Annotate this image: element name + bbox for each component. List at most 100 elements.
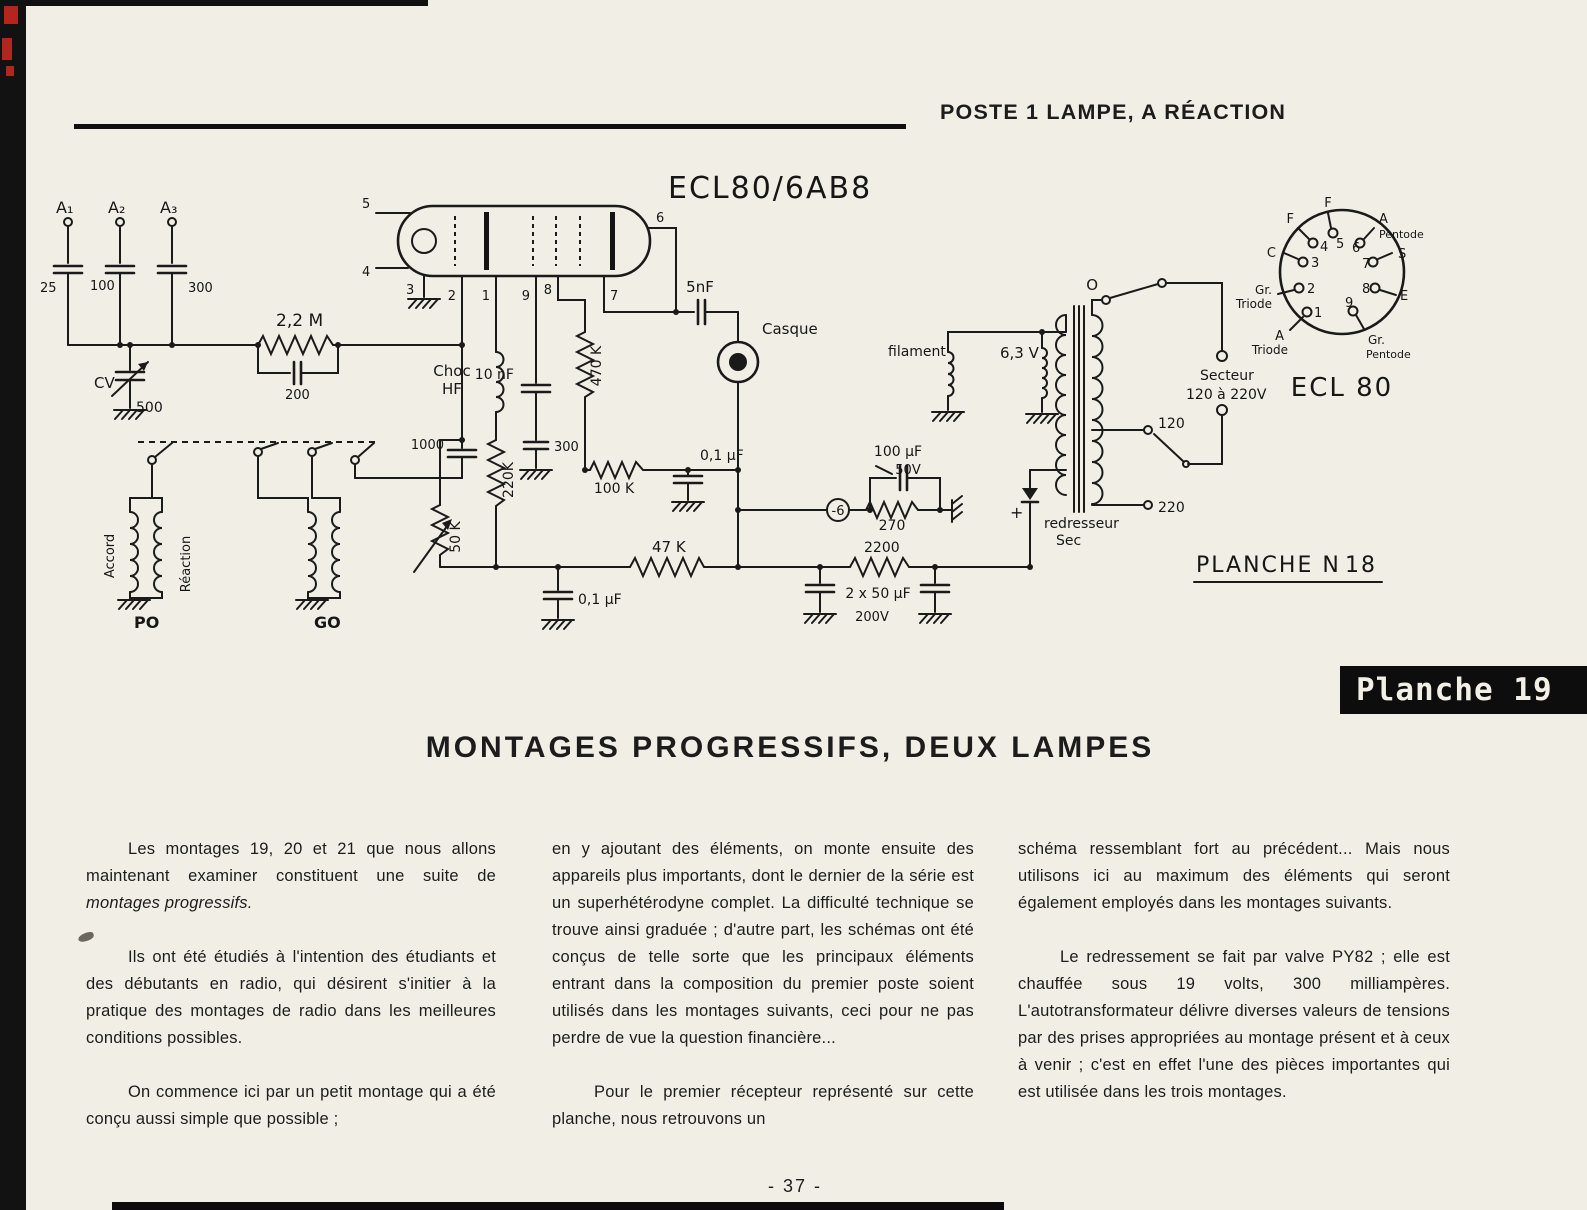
capacitor-value: 100 — [90, 279, 115, 294]
tube-type-label: ECL80/6AB8 — [668, 171, 872, 206]
capacitor-value: 1000 — [411, 438, 444, 453]
capacitor-value: 25 — [40, 281, 57, 296]
headphone-output: 5nF Casque — [686, 278, 818, 570]
page-number: - 37 - — [767, 1176, 822, 1196]
bias-network: -6 270 100 µF 50V — [737, 444, 963, 534]
paragraph: Le redressement se fait par valve PY82 ;… — [1018, 948, 1450, 1102]
plus-sign: + — [1010, 503, 1023, 522]
pin-number: 3 — [406, 283, 414, 298]
regeneration-pot: 50 K — [413, 437, 465, 573]
band-switch-and-coils: Accord Réaction PO GO — [103, 441, 378, 632]
socket-label: C — [1267, 246, 1276, 261]
rectifier-label: Sec — [1056, 533, 1081, 549]
band-label: PO — [134, 613, 159, 632]
heater-windings: filament 6,3 V — [888, 329, 1067, 424]
socket-label: E — [1400, 289, 1408, 304]
capacitor-value: 200 — [285, 388, 310, 403]
socket-label: A — [1275, 329, 1284, 344]
paragraph: Pour le premier récepteur représenté sur… — [552, 1083, 974, 1129]
paragraph-italic: montages progressifs. — [86, 894, 253, 913]
mains-section: O Secteur 120 à 220V 120 220 — [1086, 276, 1267, 516]
resistor-value: 50 K — [448, 520, 464, 552]
socket-label: Pentode — [1366, 348, 1411, 361]
choke-label: HF — [442, 380, 462, 398]
cv-label: CV — [94, 374, 115, 392]
capacitor-value: 100 µF — [874, 444, 922, 460]
grid-network: 2,2 M 200 1000 — [255, 301, 478, 479]
article-column-1: Les montages 19, 20 et 21 que nous allon… — [86, 836, 496, 1160]
socket-label: F — [1287, 212, 1294, 227]
socket-pin-number: 4 — [1320, 240, 1328, 255]
pin-number: 2 — [448, 289, 456, 304]
pin-number: 4 — [362, 265, 370, 280]
mains-label: Secteur — [1200, 368, 1254, 384]
planche-reference: PLANCHE N 18 — [1193, 553, 1383, 583]
paragraph: Ils ont été étudiés à l'intention des ét… — [86, 948, 496, 1048]
section-title: MONTAGES PROGRESSIFS, DEUX LAMPES — [425, 731, 1155, 764]
bias-voltage: -6 — [832, 504, 845, 519]
red-ink-mark — [4, 6, 18, 24]
capacitor-value: 10 nF — [475, 367, 514, 383]
socket-label: Triode — [1251, 343, 1288, 357]
socket-label: A — [1379, 212, 1388, 227]
resistor-value: 47 K — [652, 538, 687, 556]
scan-edge-mark — [26, 0, 428, 6]
binding-gutter — [0, 0, 26, 1210]
tuning-capacitor: CV 500 — [94, 344, 163, 420]
resistor-value: 270 — [879, 518, 906, 534]
antenna-label: A₂ — [108, 198, 125, 217]
capacitor-value: 300 — [554, 440, 579, 455]
socket-pin-number: 6 — [1352, 241, 1360, 256]
paragraph-text: Les montages 19, 20 et 21 que nous allon… — [86, 840, 496, 886]
paragraph: en y ajoutant des éléments, on monte ens… — [552, 840, 974, 1048]
socket-label: F — [1324, 196, 1331, 211]
antenna-label: A₃ — [160, 198, 177, 217]
tube-ecl80: ECL80/6AB8 5 4 3 2 1 9 8 7 6 — [362, 171, 872, 384]
resistor-value: 470 K — [589, 345, 605, 386]
autotransformer: + redresseur Sec — [1010, 305, 1119, 570]
page-title: POSTE 1 LAMPE, A RÉACTION — [940, 100, 1287, 124]
resistor-value: 100 K — [594, 481, 635, 497]
coil-label: Accord — [103, 534, 118, 578]
capacitor-value: 2 x 50 µF — [845, 586, 910, 602]
coil-label: Réaction — [179, 536, 194, 592]
pin-number: 5 — [362, 197, 370, 212]
capacitor-value: 300 — [188, 281, 213, 296]
resistor-value: 2,2 M — [276, 311, 323, 331]
voltage-rating: 50V — [895, 463, 921, 478]
chassis-ground — [951, 495, 963, 523]
socket-label: Pentode — [1379, 228, 1424, 241]
socket-pin-number: 7 — [1362, 257, 1370, 272]
capacitor-value: 0,1 µF — [578, 592, 622, 608]
resistor-value: 220K — [501, 461, 517, 498]
socket-pin-number: 1 — [1314, 306, 1322, 321]
red-ink-mark — [6, 66, 14, 76]
choke-label: Choc — [433, 362, 470, 380]
pin-number: 9 — [522, 289, 530, 304]
paragraph: Les montages 19, 20 et 21 que nous allon… — [86, 836, 496, 917]
socket-label: S — [1398, 247, 1406, 262]
pin-number: 7 — [610, 289, 618, 304]
capacitor-value: 0,1 µF — [700, 448, 744, 464]
antenna-label: A₁ — [56, 198, 73, 217]
socket-label: Triode — [1235, 297, 1272, 311]
tube-socket-diagram: 1 2 3 4 5 6 7 8 9 F F A Pentode C S Gr. … — [1235, 196, 1424, 403]
radio-schematic: A₁ A₂ A₃ 25 100 300 CV 500 2, — [40, 171, 1424, 632]
voltage-rating: 200V — [855, 610, 889, 625]
tap-label: 120 — [1158, 416, 1185, 432]
pin-number: 8 — [544, 283, 552, 298]
resistor-value: 2200 — [864, 540, 900, 556]
rf-choke-network: Choc HF 220K 10 nF 300 — [433, 351, 579, 570]
cathode-network: 470 K 100 K 0,1 µF — [574, 331, 744, 512]
ground-bus: 0,1 µF 47 K 2200 2 x 50 µF 200V — [439, 538, 1031, 630]
filament-label: filament — [888, 344, 946, 360]
switch-label: O — [1086, 276, 1098, 294]
mains-voltage: 120 à 220V — [1186, 387, 1267, 403]
planche-ref-text: PLANCHE N — [1196, 553, 1341, 578]
pin-number: 6 — [656, 211, 664, 226]
socket-pin-number: 9 — [1345, 296, 1353, 311]
socket-pin-number: 2 — [1307, 282, 1315, 297]
headphone-label: Casque — [762, 320, 818, 338]
heater-voltage: 6,3 V — [1000, 344, 1040, 362]
